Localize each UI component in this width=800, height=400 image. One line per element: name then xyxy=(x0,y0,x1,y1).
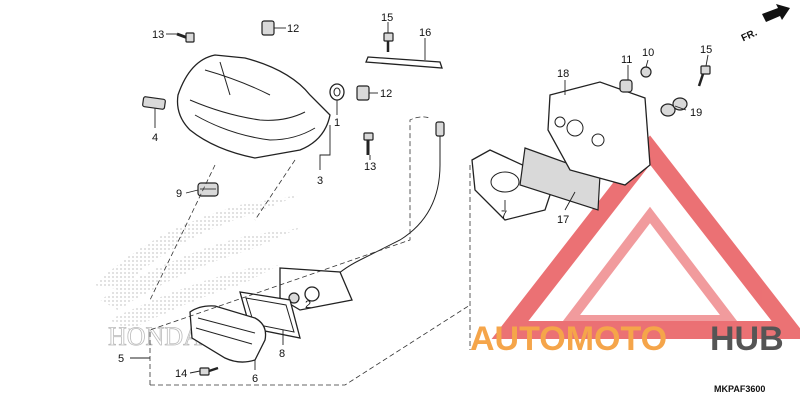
callout-2: 2 xyxy=(305,299,311,311)
part-9-grommet xyxy=(197,182,219,197)
callout-6: 6 xyxy=(252,373,258,385)
reference-code: MKPAF3600 xyxy=(714,384,765,394)
callout-15-top: 15 xyxy=(381,12,393,24)
part-14-screw xyxy=(199,366,219,376)
callout-1: 1 xyxy=(334,117,340,129)
wire-harness xyxy=(329,130,441,283)
part-12-clip-mid xyxy=(356,85,370,101)
callout-18: 18 xyxy=(557,68,569,80)
wire-connector xyxy=(435,121,445,137)
callout-15-right: 15 xyxy=(700,44,712,56)
callout-14: 14 xyxy=(175,368,187,380)
part-10-nut xyxy=(640,66,652,78)
callout-13-mid: 13 xyxy=(364,161,376,173)
honda-wordmark: HONDA xyxy=(108,322,202,351)
callout-17: 17 xyxy=(557,214,569,226)
callout-16: 16 xyxy=(419,27,431,39)
part-11-collar xyxy=(619,79,633,93)
callout-7: 7 xyxy=(501,209,507,221)
callout-9: 9 xyxy=(176,188,182,200)
callout-8: 8 xyxy=(279,348,285,360)
part-7-reflector-seal xyxy=(471,149,556,221)
group-boundary-line xyxy=(149,116,431,385)
callout-5: 5 xyxy=(118,353,124,365)
watermark-text-main: AUTOMOTO xyxy=(470,320,667,358)
callout-12-mid: 12 xyxy=(380,88,392,100)
part-15-bolt-top xyxy=(383,32,394,52)
part-12-clip-top xyxy=(261,20,275,36)
taillight-housing xyxy=(176,54,331,159)
callout-10: 10 xyxy=(642,47,654,59)
callout-11: 11 xyxy=(621,54,632,66)
part-4-pad xyxy=(142,96,166,110)
honda-wing-logo: HONDA xyxy=(95,195,300,351)
callout-12-top: 12 xyxy=(287,23,299,35)
front-indicator-label: FR. xyxy=(740,27,759,44)
part-6-lens xyxy=(189,305,267,363)
front-arrow-icon xyxy=(762,4,790,22)
part-16-stay xyxy=(365,56,443,69)
part-13-screw-top xyxy=(176,32,195,43)
callout-4: 4 xyxy=(152,132,158,144)
watermark-logo-icon xyxy=(491,135,800,339)
leader-lines xyxy=(130,22,709,374)
part-19-grommets xyxy=(660,97,688,117)
watermark-text-end: HUB xyxy=(710,320,784,358)
part-18-plate-base xyxy=(547,81,651,186)
callout-3: 3 xyxy=(317,175,323,187)
part-13-screw-mid xyxy=(363,132,374,155)
callout-13-top: 13 xyxy=(152,29,164,41)
part-1-collar xyxy=(329,83,345,101)
part-15-bolt-right xyxy=(697,65,711,87)
callout-19: 19 xyxy=(690,107,702,119)
